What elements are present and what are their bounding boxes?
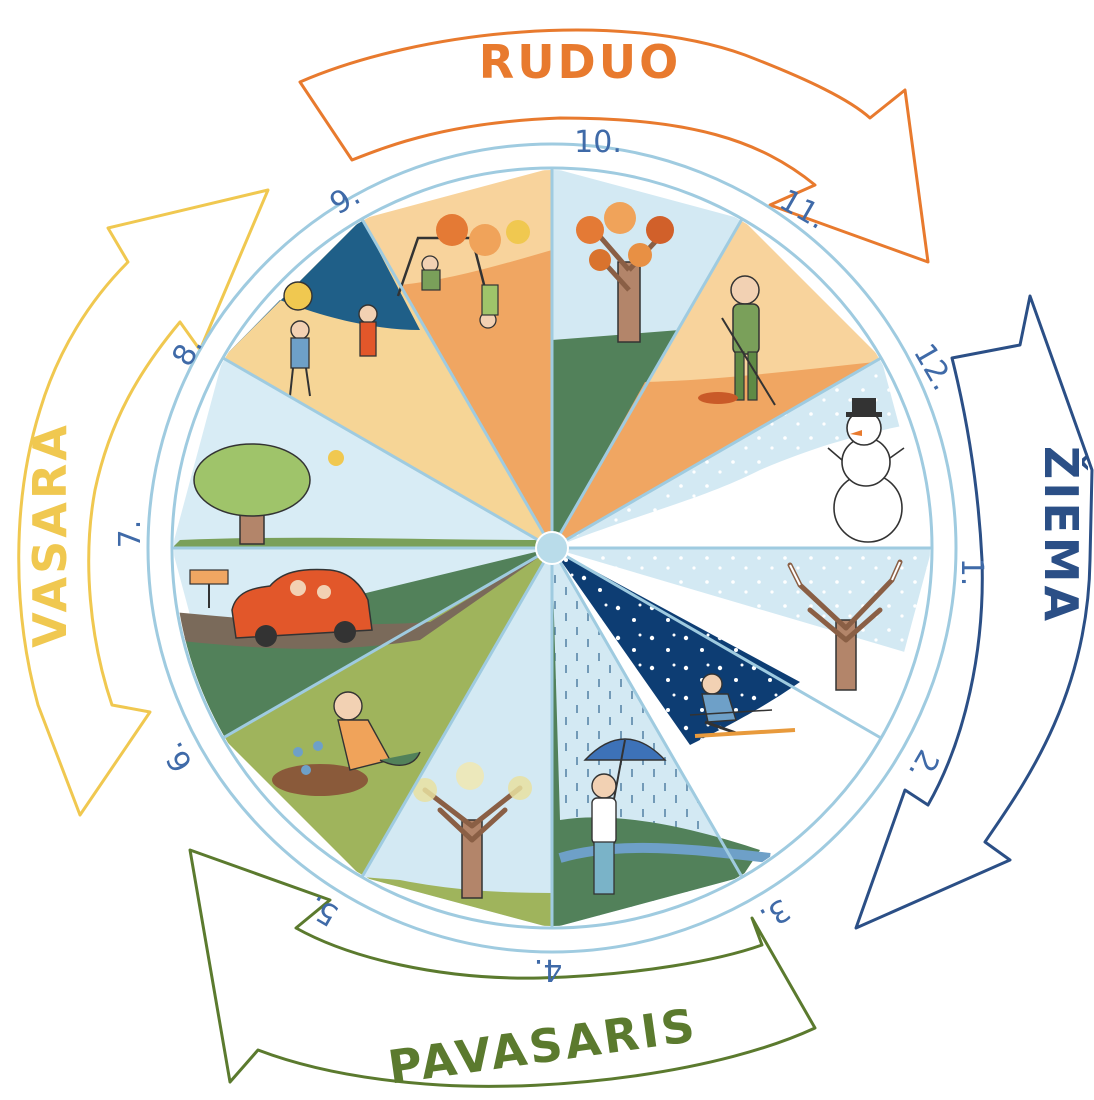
month-number-6: 6. <box>155 736 200 778</box>
summer-arrow <box>17 188 270 817</box>
gardener-illustration <box>272 691 421 796</box>
winter-arrow <box>854 294 1094 930</box>
sector-month-5 <box>223 548 552 877</box>
month-number-10: 10. <box>574 125 622 160</box>
winter-label: ŽIEMA <box>1034 446 1088 624</box>
sector-month-9 <box>362 170 552 548</box>
sector-month-4 <box>362 548 552 926</box>
sector-month-7 <box>174 358 552 548</box>
autumn-label: RUDUO <box>479 35 681 89</box>
blossom-tree-illustration <box>413 762 532 899</box>
month-number-4: 4. <box>534 952 563 987</box>
month-number-1: 1. <box>954 558 989 587</box>
spring-arrow <box>188 848 817 1088</box>
snowman-illustration <box>827 398 905 543</box>
swing-kids-illustration <box>396 214 530 329</box>
month-number-7: 7. <box>113 520 148 549</box>
sector-month-8 <box>223 219 552 548</box>
sector-month-2 <box>552 548 881 877</box>
sector-month-1 <box>552 548 930 738</box>
umbrella-girl-illustration <box>583 738 667 895</box>
autumn-tree-illustration <box>576 202 674 343</box>
sector-dividers <box>172 168 932 928</box>
summer-tree-illustration <box>193 443 344 545</box>
summer-label: VASARA <box>23 422 77 648</box>
sector-month-12 <box>552 358 930 548</box>
sector-month-6 <box>174 548 552 738</box>
beach-ball-illustration <box>283 281 378 397</box>
month-number-2: 2. <box>901 744 946 786</box>
center-hub <box>535 531 569 565</box>
car-family-illustration <box>189 568 373 647</box>
autumn-arrow <box>298 28 930 264</box>
skier-illustration <box>689 673 796 738</box>
sector-month-3 <box>552 548 771 926</box>
raking-man-illustration <box>698 275 776 406</box>
month-number-3: 3. <box>754 891 796 936</box>
bare-tree-illustration <box>787 559 903 691</box>
